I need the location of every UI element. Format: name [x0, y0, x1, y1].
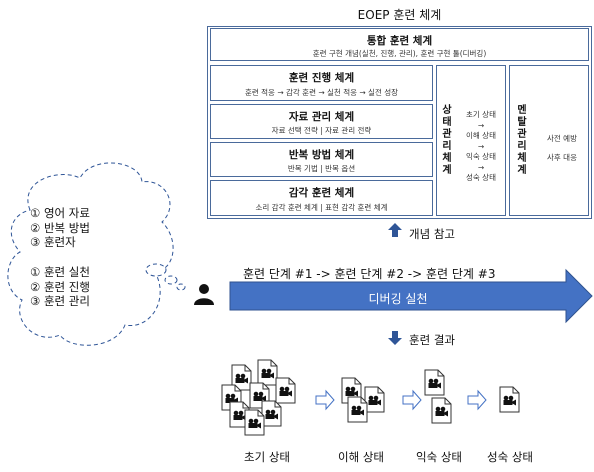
stage-label-familiar: 익숙 상태: [416, 450, 462, 464]
material-management-box: 자료 관리 체계 자료 선택 전략 | 자료 관리 전략: [210, 104, 433, 139]
mature-state-files: [499, 386, 520, 413]
cloud-item: ② 훈련 진행: [30, 279, 90, 294]
integrated-training-box: 통합 훈련 체계 훈련 구현 개념(실천, 진행, 관리), 훈련 구현 툴(디…: [210, 28, 589, 61]
stage-label-mature: 성숙 상태: [487, 450, 533, 464]
up-arrow-icon: [388, 223, 402, 237]
down-arrow-icon: [388, 331, 402, 345]
cloud-item: ① 훈련 실천: [30, 265, 90, 279]
training-result-label: 훈련 결과: [409, 333, 455, 347]
cloud-item: ③ 훈련자: [30, 235, 76, 249]
stage-label-initial: 초기 상태: [244, 450, 290, 464]
cloud-group-1: ① 영어 자료 ② 반복 방법 ③ 훈련자: [30, 206, 90, 250]
cloud-item: ① 영어 자료: [30, 206, 90, 220]
integrated-training-title: 통합 훈련 체계: [366, 35, 433, 47]
state-list: 초기 상태→이해 상태→익숙 상태→성숙 상태: [466, 110, 496, 182]
box-subtitle: 소리 감각 훈련 체계 | 표현 감각 훈련 체계: [255, 203, 388, 212]
box-title: 반복 방법 체계: [288, 149, 355, 161]
stage-transition-arrows: [315, 389, 487, 411]
cloud-item: ③ 훈련 관리: [30, 294, 90, 308]
diagram-title: EOEP 훈련 체계: [357, 8, 442, 22]
training-progress-box: 훈련 진행 체계 훈련 적응 → 감각 훈련 → 실천 적응 → 실전 성장: [210, 65, 433, 101]
box-subtitle: 반복 기법 | 반복 옵션: [287, 164, 356, 173]
concept-ref-label: 개념 참고: [409, 227, 455, 241]
training-stages-label: 훈련 단계 #1 -> 훈련 단계 #2 -> 훈련 단계 #3: [243, 267, 496, 281]
cloud-group-2: ① 훈련 실천 ② 훈련 진행 ③ 훈련 관리: [30, 265, 90, 309]
understand-state-files: [341, 377, 385, 423]
repetition-method-box: 반복 방법 체계 반복 기법 | 반복 옵션: [210, 142, 433, 177]
debug-practice-label: 디버깅 실천: [368, 292, 428, 306]
box-title: 훈련 진행 체계: [288, 72, 355, 84]
box-subtitle: 훈련 적응 → 감각 훈련 → 실천 적응 → 실전 성장: [244, 88, 399, 97]
debug-practice-arrow: [229, 268, 593, 324]
sense-training-box: 감각 훈련 체계 소리 감각 훈련 체계 | 표현 감각 훈련 체계: [210, 180, 433, 216]
box-subtitle: 자료 선택 전략 | 자료 관리 전략: [271, 126, 372, 135]
integrated-training-subtitle: 훈련 구현 개념(실천, 진행, 관리), 훈련 구현 툴(디버깅): [312, 49, 487, 58]
initial-state-files: [221, 359, 296, 436]
familiar-state-files: [424, 369, 452, 424]
person-icon: [194, 284, 214, 305]
box-title: 감각 훈련 체계: [288, 187, 355, 199]
stage-label-understand: 이해 상태: [338, 450, 384, 464]
cloud-item: ② 반복 방법: [30, 220, 90, 235]
box-title: 자료 관리 체계: [288, 111, 355, 123]
